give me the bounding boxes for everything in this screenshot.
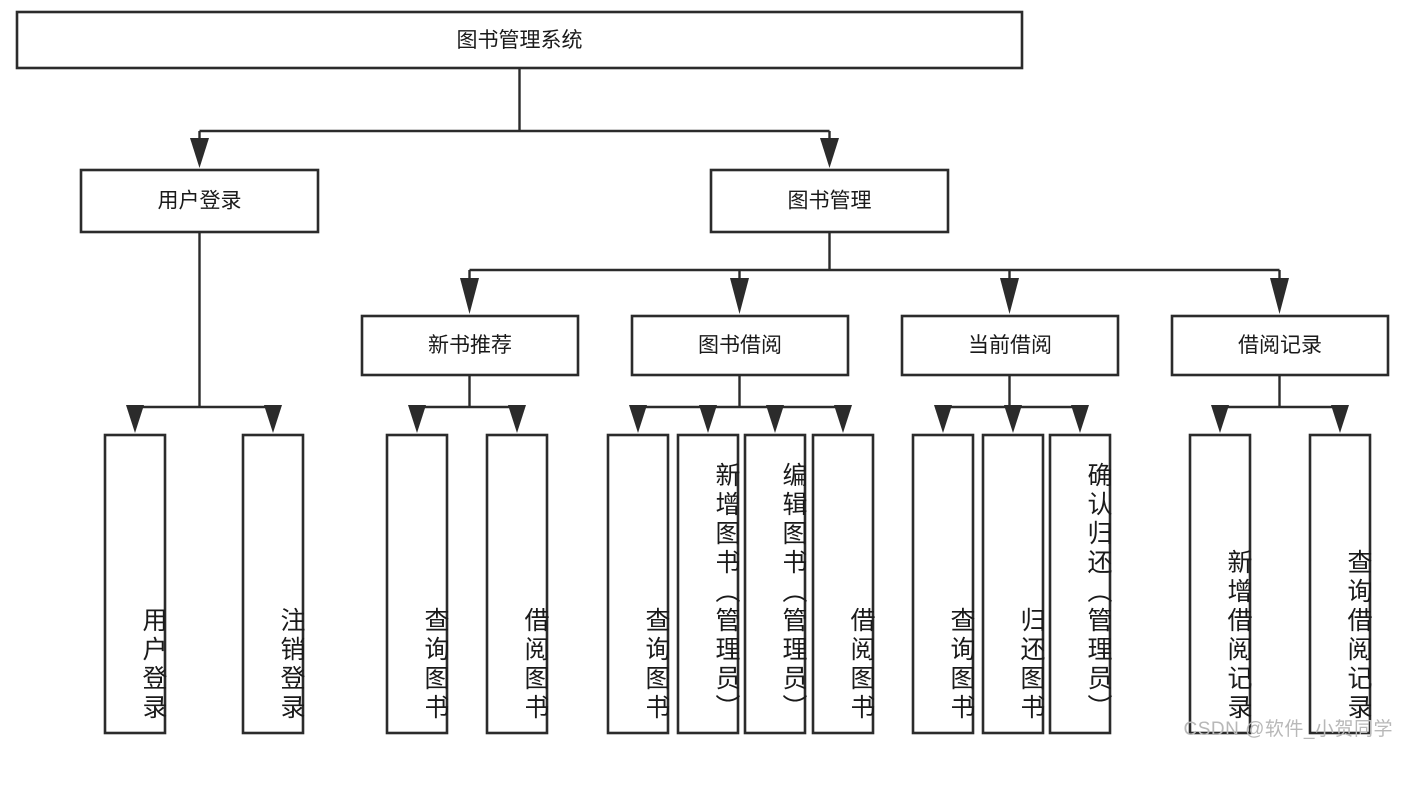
node-book-borrow[interactable]: 图书借阅	[630, 314, 850, 377]
arrow-head-leaf-logout	[264, 405, 282, 433]
node-user-login-label: 用户登录	[158, 190, 242, 213]
leaf-query-book-rec-box[interactable]	[385, 433, 449, 735]
arrow-head-book-manage	[820, 138, 839, 168]
watermark-text: CSDN @软件_小贺同学	[1183, 719, 1393, 740]
arrow-head-new-book-rec	[460, 278, 479, 314]
leaf-query-record-box[interactable]	[1308, 433, 1372, 735]
leaf-add-record-box[interactable]	[1188, 433, 1252, 735]
node-root[interactable]: 图书管理系统	[15, 10, 1024, 70]
node-borrow-record-label: 借阅记录	[1238, 334, 1322, 357]
connector-currentborrow-to-leaves	[934, 375, 1089, 433]
leaf-logout-box[interactable]	[241, 433, 305, 735]
arrow-head-borrow-record	[1270, 278, 1289, 314]
arrow-head-current-borrow	[1000, 278, 1019, 314]
connector-bookborrow-to-leaves	[629, 375, 852, 433]
connector-userlogin-to-leaves	[126, 232, 282, 433]
leaf-borrow-book-bw-box[interactable]	[811, 433, 875, 735]
node-book-borrow-box[interactable]	[630, 314, 850, 377]
arrow-head-leaf-borrow-book-rec	[508, 405, 526, 433]
arrow-head-leaf-return-book	[1004, 405, 1022, 433]
node-new-book-rec-box[interactable]	[360, 314, 580, 377]
leaf-confirm-return-box[interactable]	[1048, 433, 1112, 735]
leaf-add-book-box[interactable]	[676, 433, 740, 735]
node-borrow-record-box[interactable]	[1170, 314, 1390, 377]
arrow-head-leaf-query-record	[1331, 405, 1349, 433]
connector-newbook-to-leaves	[408, 375, 526, 433]
node-user-login[interactable]: 用户登录	[79, 168, 320, 234]
leaf-return-book-box[interactable]	[981, 433, 1045, 735]
leaf-node-boxes	[103, 433, 1372, 735]
arrow-head-leaf-query-book-bw	[629, 405, 647, 433]
arrow-head-book-borrow	[730, 278, 749, 314]
tree-structure-svg: 图书管理系统 用户登录 图书管理 新书推荐 图书借阅 当前借阅 借阅记录	[15, 10, 1390, 735]
node-book-manage-box[interactable]	[709, 168, 950, 234]
leaf-edit-book-box[interactable]	[743, 433, 807, 735]
arrow-head-leaf-borrow-book-bw	[834, 405, 852, 433]
connector-bookmanage-to-level3	[460, 232, 1289, 314]
arrow-head-leaf-user-login	[126, 405, 144, 433]
flowchart-diagram: 图书管理系统 用户登录 图书管理 新书推荐 图书借阅 当前借阅 借阅记录	[15, 10, 1393, 740]
arrow-head-leaf-confirm-return	[1071, 405, 1089, 433]
leaf-query-book-cur-box[interactable]	[911, 433, 975, 735]
arrow-head-user-login	[190, 138, 209, 168]
arrow-head-leaf-query-book-cur	[934, 405, 952, 433]
node-book-manage-label: 图书管理	[788, 190, 872, 213]
connector-borrowrecord-to-leaves	[1211, 375, 1349, 433]
node-root-box[interactable]	[15, 10, 1024, 70]
node-book-manage[interactable]: 图书管理	[709, 168, 950, 234]
arrow-head-leaf-edit-book	[766, 405, 784, 433]
leaf-borrow-book-rec-box[interactable]	[485, 433, 549, 735]
leaf-query-book-bw-box[interactable]	[606, 433, 670, 735]
node-user-login-box[interactable]	[79, 168, 320, 234]
node-book-borrow-label: 图书借阅	[698, 334, 782, 357]
node-borrow-record[interactable]: 借阅记录	[1170, 314, 1390, 377]
arrow-head-leaf-query-book-rec	[408, 405, 426, 433]
arrow-head-leaf-add-record	[1211, 405, 1229, 433]
node-new-book-rec-label: 新书推荐	[428, 334, 512, 357]
connector-root-to-level2	[190, 68, 839, 168]
node-current-borrow-box[interactable]	[900, 314, 1120, 377]
node-new-book-rec[interactable]: 新书推荐	[360, 314, 580, 377]
node-root-label: 图书管理系统	[457, 29, 583, 52]
arrow-head-leaf-add-book	[699, 405, 717, 433]
leaf-user-login-box[interactable]	[103, 433, 167, 735]
node-current-borrow-label: 当前借阅	[968, 334, 1052, 357]
node-current-borrow[interactable]: 当前借阅	[900, 314, 1120, 377]
